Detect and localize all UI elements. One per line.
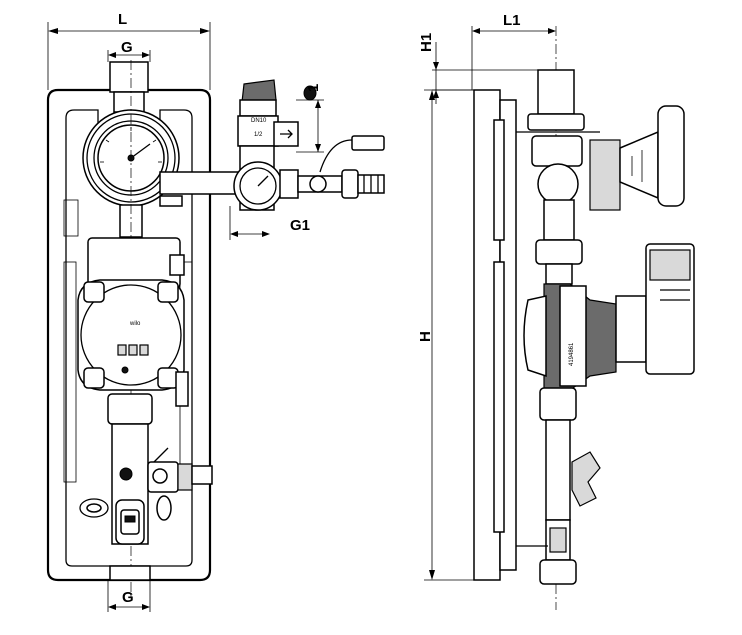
arrow-icon [280,129,293,139]
dimension-1: 1 [296,84,324,153]
dimension-l: L [47,11,211,90]
label-l: L [118,11,127,28]
insulation-shell-inner [65,109,193,567]
drain-tap-front [119,447,213,493]
side-lower-union [539,387,577,421]
mounting-hole-left-inner [86,503,102,513]
insulation-shell-outer [46,88,212,582]
dimension-g-bottom: G [107,580,151,612]
top-connection [109,61,149,93]
pump-side-plate [559,285,587,387]
pump-brand-front: wilo [129,321,141,327]
side-bottom-connection [539,559,577,585]
flow-meter-front [115,499,145,545]
safety-group: DN10 1/2 [233,79,385,211]
back-panel-lower [493,261,505,533]
pump-front: wilo [77,237,189,407]
pump-connector [175,371,189,407]
side-upper-pipe [543,199,575,241]
label-g1: G1 [290,217,310,234]
side-pipe [159,171,243,195]
valve-label-size: 1/2 [254,132,263,138]
side-lower-pipe [545,419,571,521]
pump-model-number: 4194861 [569,342,575,366]
thermo-cone [619,130,659,200]
side-top-connection [537,69,575,115]
side-check-valve [537,163,579,205]
side-top-union [527,113,585,131]
side-thermo-housing [531,135,583,167]
valve-label-dn: DN10 [251,118,267,124]
shell-slot-left [63,261,77,483]
dimension-g1: G1 [229,206,310,240]
shell-slot-left-upper [63,199,79,237]
hose-cap [351,135,385,151]
lower-union [107,393,153,425]
label-l1: L1 [503,12,521,29]
top-nipple [113,91,145,113]
thermo-dial-side [657,105,685,207]
hose-union [341,169,359,199]
label-h1: H1 [418,33,435,52]
dimension-l1: L1 [471,12,556,90]
relief-valve-ring [239,99,277,117]
cap-chain [319,139,353,173]
back-panel-upper [493,119,505,241]
wing-handle [571,451,601,507]
ball-valve-body [279,169,299,199]
side-view: L1 H1 H [417,12,695,610]
bottom-connection [109,565,151,581]
relief-valve-body [237,115,279,147]
pump-motor [615,295,647,363]
mounting-hole-left [79,498,109,518]
side-fitting [159,195,183,207]
label-h: H [417,331,434,342]
side-thermo-stem [589,139,621,211]
label-g-bottom: G [122,589,134,606]
label-1: 1 [305,84,322,92]
front-view: L G [46,11,385,612]
pump-side: 4194861 [523,239,695,391]
label-g-top: G [121,39,133,56]
dimension-g-top: G [107,39,151,62]
mounting-hole-right [156,495,172,521]
relief-valve-cap [241,79,277,103]
